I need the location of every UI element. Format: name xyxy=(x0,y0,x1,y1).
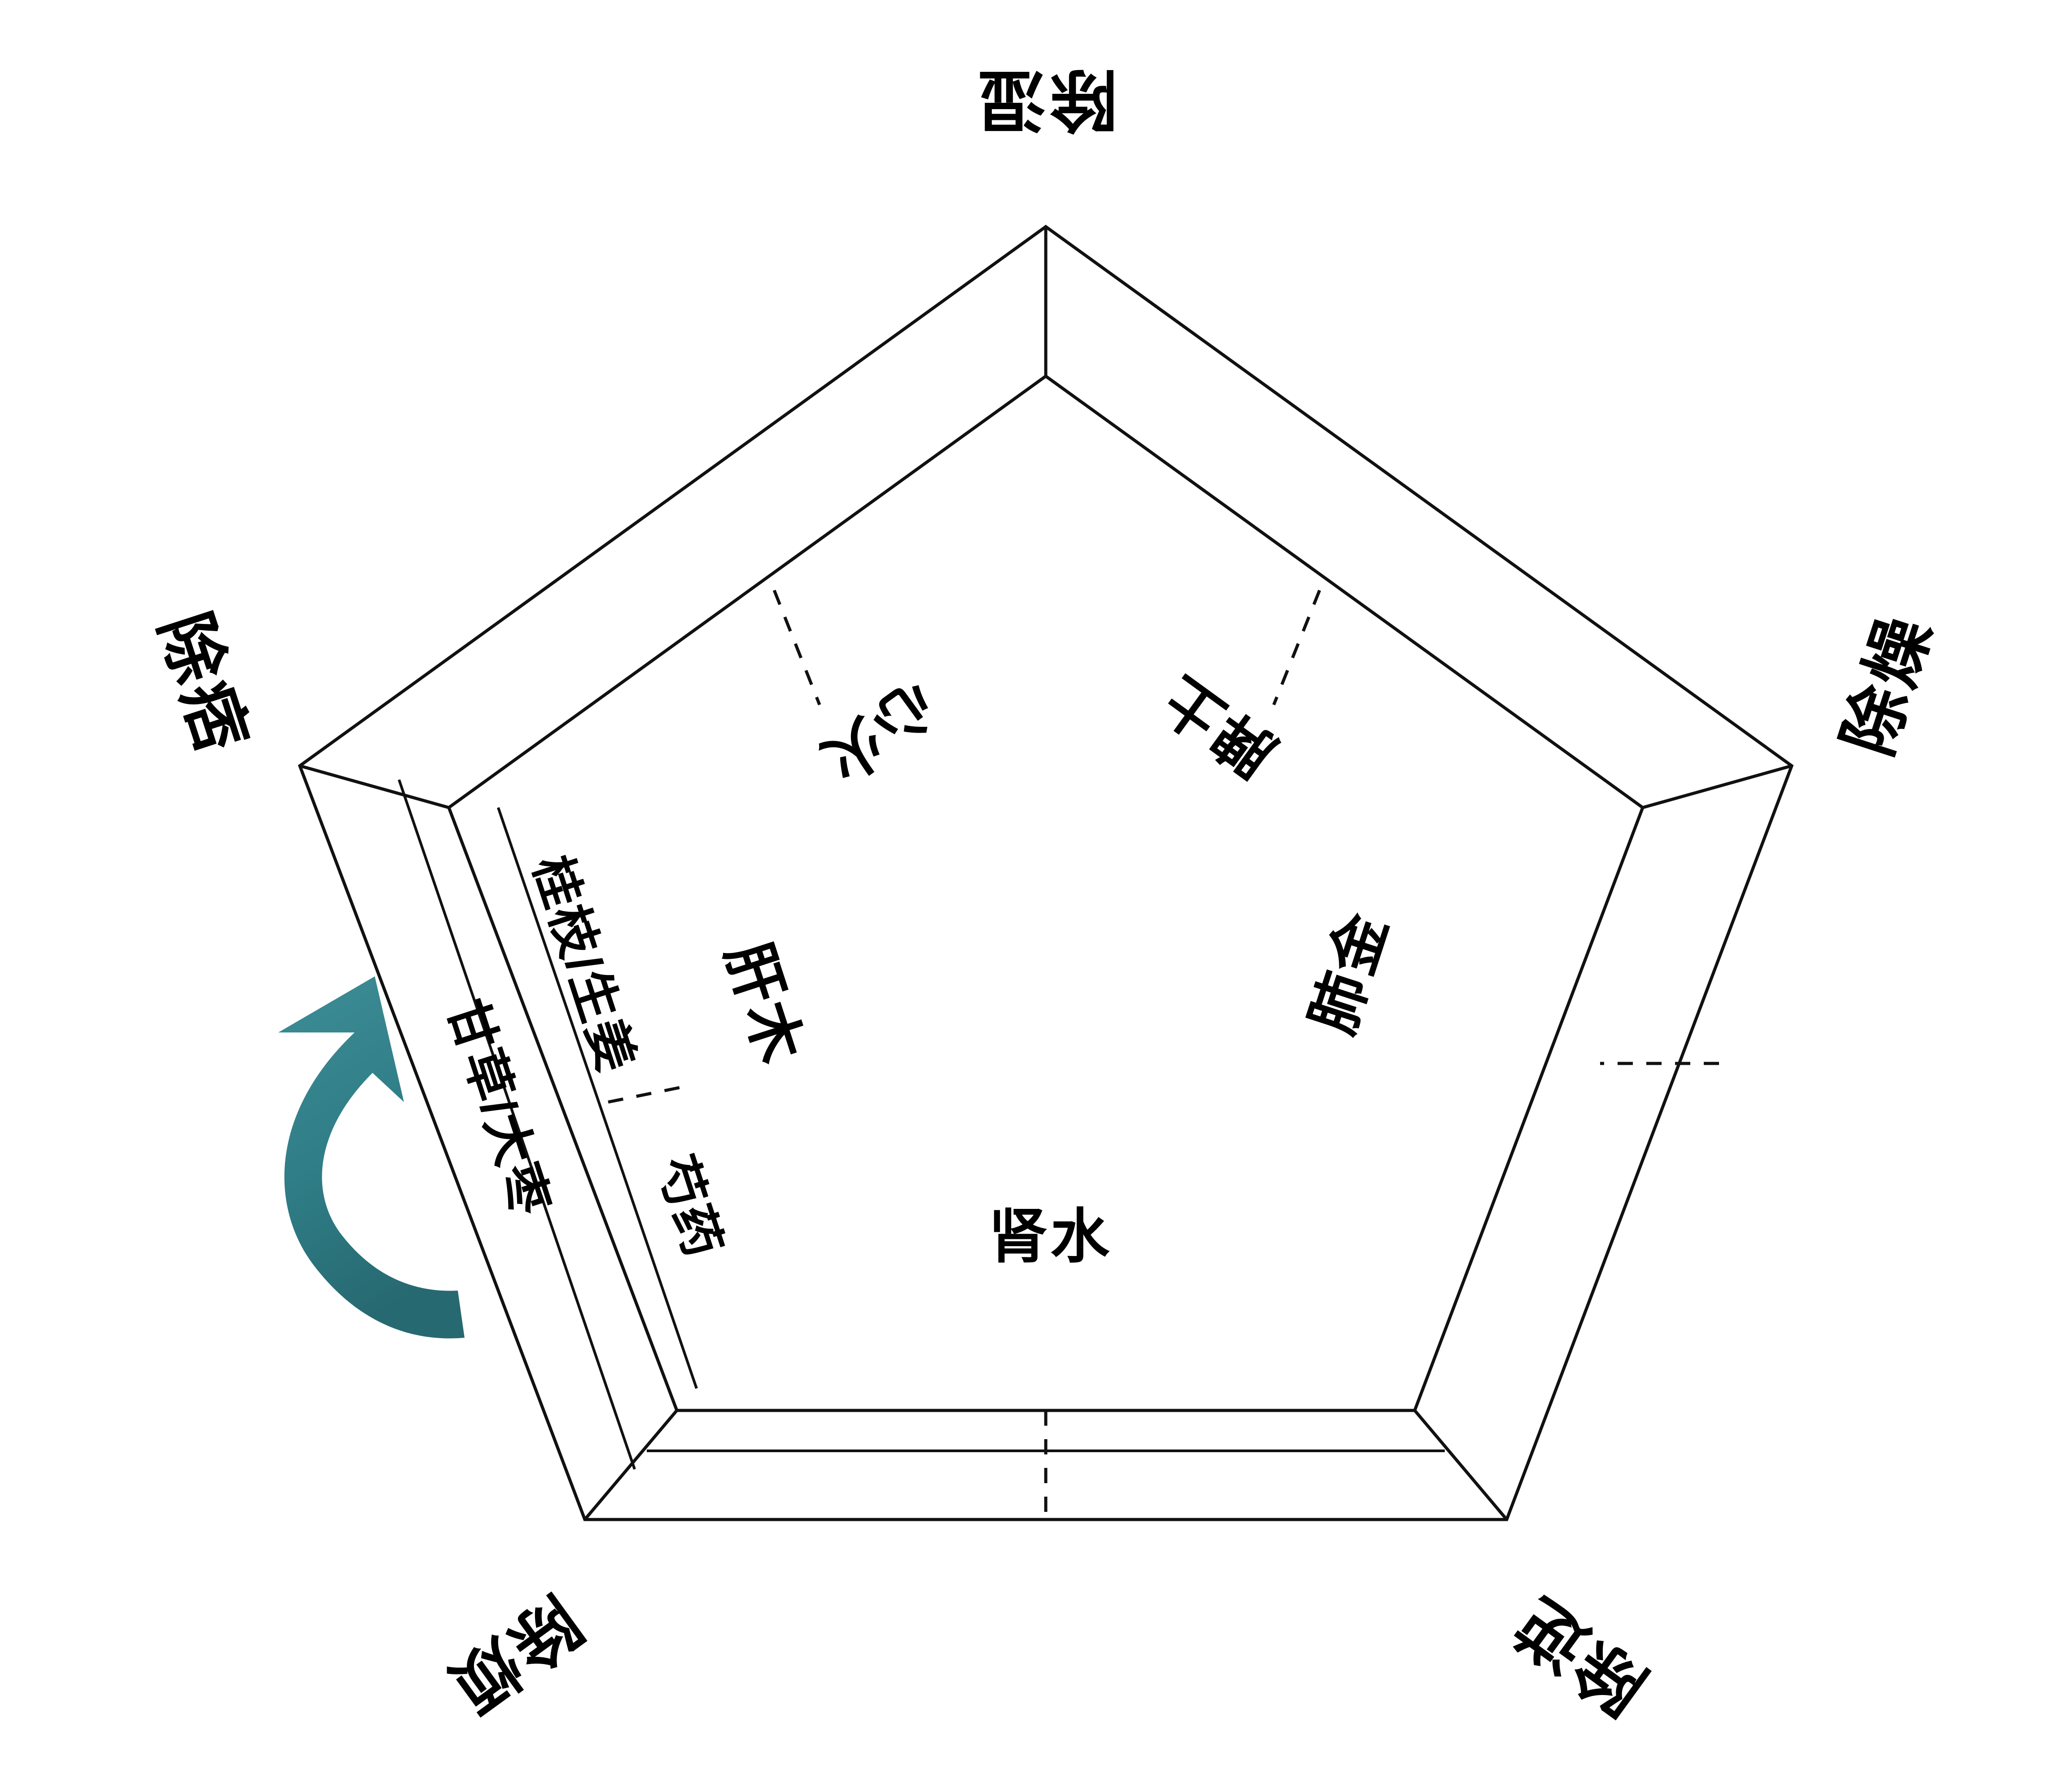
band-midline-marks xyxy=(608,589,1719,1520)
radial-spokes xyxy=(299,227,1792,1521)
left-band-subdivisions xyxy=(398,779,698,1470)
outer-label-top: 除湿 xyxy=(974,62,1118,137)
outer-pentagon xyxy=(298,224,1794,1521)
rotation-arrow xyxy=(278,976,465,1339)
arrow-shape xyxy=(278,976,465,1339)
organ-label-kidney: 肾水 xyxy=(988,1203,1112,1269)
